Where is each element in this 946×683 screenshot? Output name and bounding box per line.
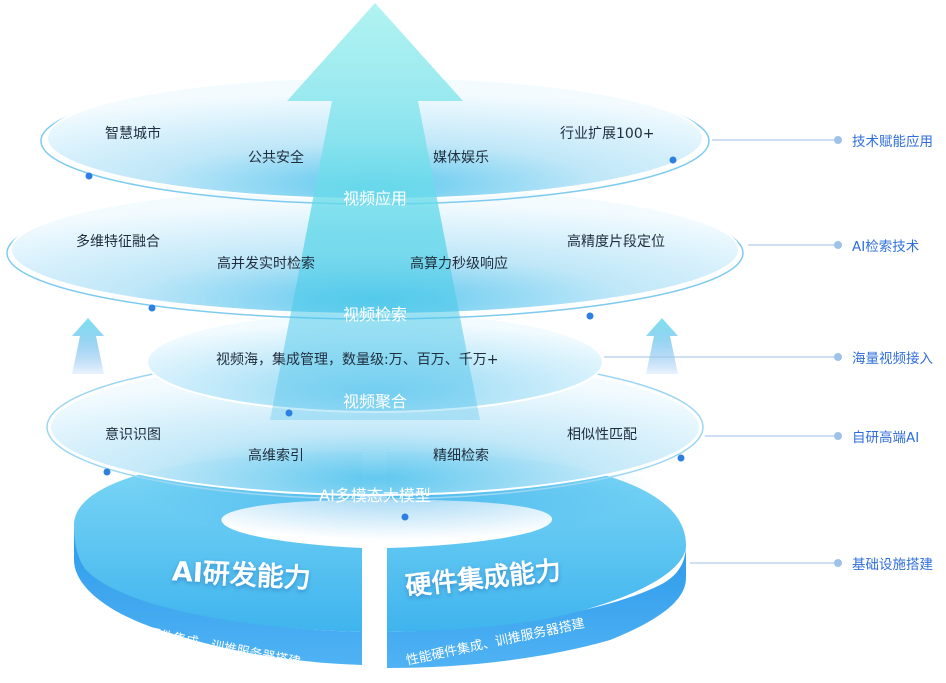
model-item-recognition: 意识识图	[105, 427, 161, 443]
model-item-index: 高维索引	[248, 448, 304, 464]
model-layer-title: AI多模态大模型	[319, 486, 431, 505]
app-layer-title: 视频应用	[342, 189, 408, 208]
model-item-similarity: 相似性匹配	[567, 427, 637, 443]
side-label-tech-enable: 技术赋能应用	[852, 134, 933, 150]
side-label-infrastructure: 基础设施搭建	[852, 557, 933, 573]
app-item-industry: 行业扩展100+	[560, 126, 655, 142]
search-layer-title: 视频检索	[342, 305, 408, 324]
app-item-media: 媒体娱乐	[433, 150, 489, 166]
side-label-video-access: 海量视频接入	[852, 351, 933, 367]
connector-lines	[604, 139, 838, 564]
side-label-ai-search: AI检索技术	[852, 239, 920, 255]
aggregate-desc: 视频海，集成管理，数量级:万、百万、千万+	[216, 352, 499, 368]
left-up-arrow	[72, 318, 104, 374]
search-item-realtime: 高并发实时检索	[217, 256, 315, 272]
side-label-self-ai: 自研高端AI	[852, 430, 920, 446]
central-arrow	[270, 3, 480, 420]
model-item-fine-search: 精细检索	[433, 448, 489, 464]
aggregate-layer-title: 视频聚合	[342, 392, 408, 411]
search-item-compute: 高算力秒级响应	[410, 256, 508, 272]
search-item-locate: 高精度片段定位	[567, 234, 665, 250]
right-up-arrow	[646, 318, 678, 374]
connector-dots	[834, 136, 842, 567]
app-item-smart-city: 智慧城市	[105, 126, 161, 142]
base-left-title: AI研发能力	[171, 556, 312, 595]
ring-dots	[85, 156, 685, 521]
search-item-fusion: 多维特征融合	[76, 234, 160, 250]
app-item-public-safety: 公共安全	[248, 150, 304, 166]
